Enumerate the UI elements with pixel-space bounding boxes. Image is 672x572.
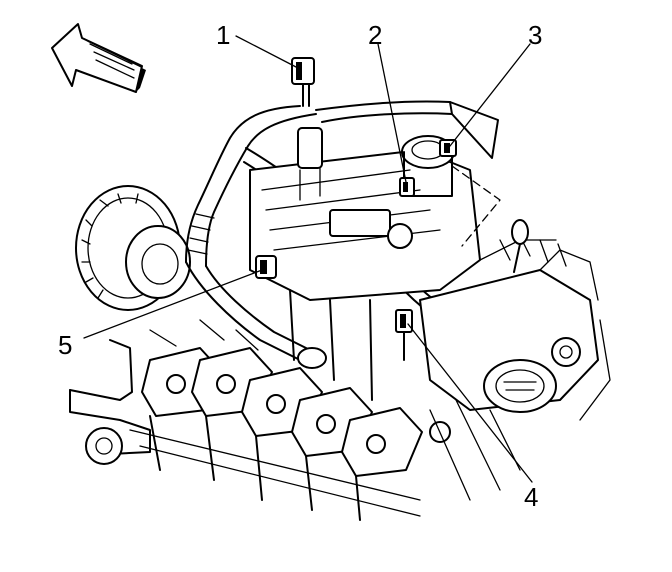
air-intake-duct — [419, 235, 599, 413]
connector-2 — [399, 177, 415, 197]
connector-5 — [255, 255, 277, 279]
routing-dashes — [451, 165, 501, 247]
callout-label-2: 2 — [368, 20, 382, 50]
callout-label-3: 3 — [528, 20, 542, 50]
leader-line-4 — [407, 323, 533, 483]
leader-line-3 — [449, 43, 531, 147]
dipstick-handle — [511, 219, 529, 273]
alternator — [75, 185, 191, 311]
front-direction-arrow-icon — [51, 23, 146, 93]
leader-lines — [83, 35, 533, 483]
connector-1 — [291, 57, 315, 107]
callout-label-4: 4 — [524, 482, 538, 512]
leader-line-5 — [83, 269, 263, 339]
callout-label-1: 1 — [216, 20, 230, 50]
engine-mount-bracket — [69, 339, 151, 465]
callout-label-5: 5 — [58, 330, 72, 360]
intake-manifold — [249, 127, 481, 301]
leader-line-1 — [235, 35, 299, 69]
leader-line-2 — [377, 43, 407, 183]
connector-4 — [395, 309, 413, 361]
ignition-coil-row — [129, 289, 451, 521]
